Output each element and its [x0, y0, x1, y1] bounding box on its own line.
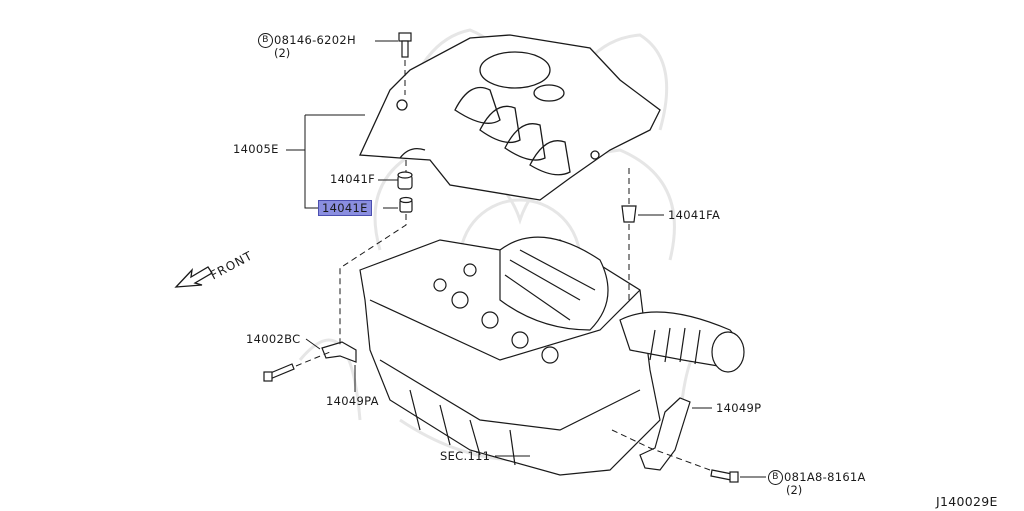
bolt-top [398, 32, 412, 58]
diagram-code: J140029E [936, 494, 998, 509]
label-sec-111: SEC.111 [440, 449, 491, 463]
grommet-14041e [399, 196, 413, 213]
dashed-leaders [295, 60, 711, 471]
label-14002bc: 14002BC [246, 332, 301, 346]
label-14041e-highlighted[interactable]: 14041E [318, 200, 372, 216]
qty-bolt-bottom: (2) [786, 483, 803, 497]
bracket-14049pa [321, 341, 357, 363]
label-14049p: 14049P [716, 401, 762, 415]
bracket-14049p [639, 397, 691, 471]
engine-assembly [359, 236, 745, 476]
front-arrow-icon [174, 266, 213, 288]
label-14005e: 14005E [233, 142, 279, 156]
qty-bolt-top: (2) [274, 46, 291, 60]
bolt-bottom [710, 469, 739, 483]
b-circle-icon: B [258, 33, 273, 48]
label-14041fa: 14041FA [668, 208, 721, 222]
bolt-14002bc [263, 363, 295, 382]
grommet-14041f [397, 171, 413, 190]
label-leaders [286, 40, 766, 478]
grommet-14041fa [621, 205, 637, 223]
part-number: 081A8-8161A [784, 470, 866, 484]
b-circle-icon: B [768, 470, 783, 485]
label-14041f: 14041F [330, 172, 375, 186]
engine-cover [359, 34, 661, 201]
part-number: 08146-6202H [274, 33, 356, 47]
label-14049pa: 14049PA [326, 394, 379, 408]
